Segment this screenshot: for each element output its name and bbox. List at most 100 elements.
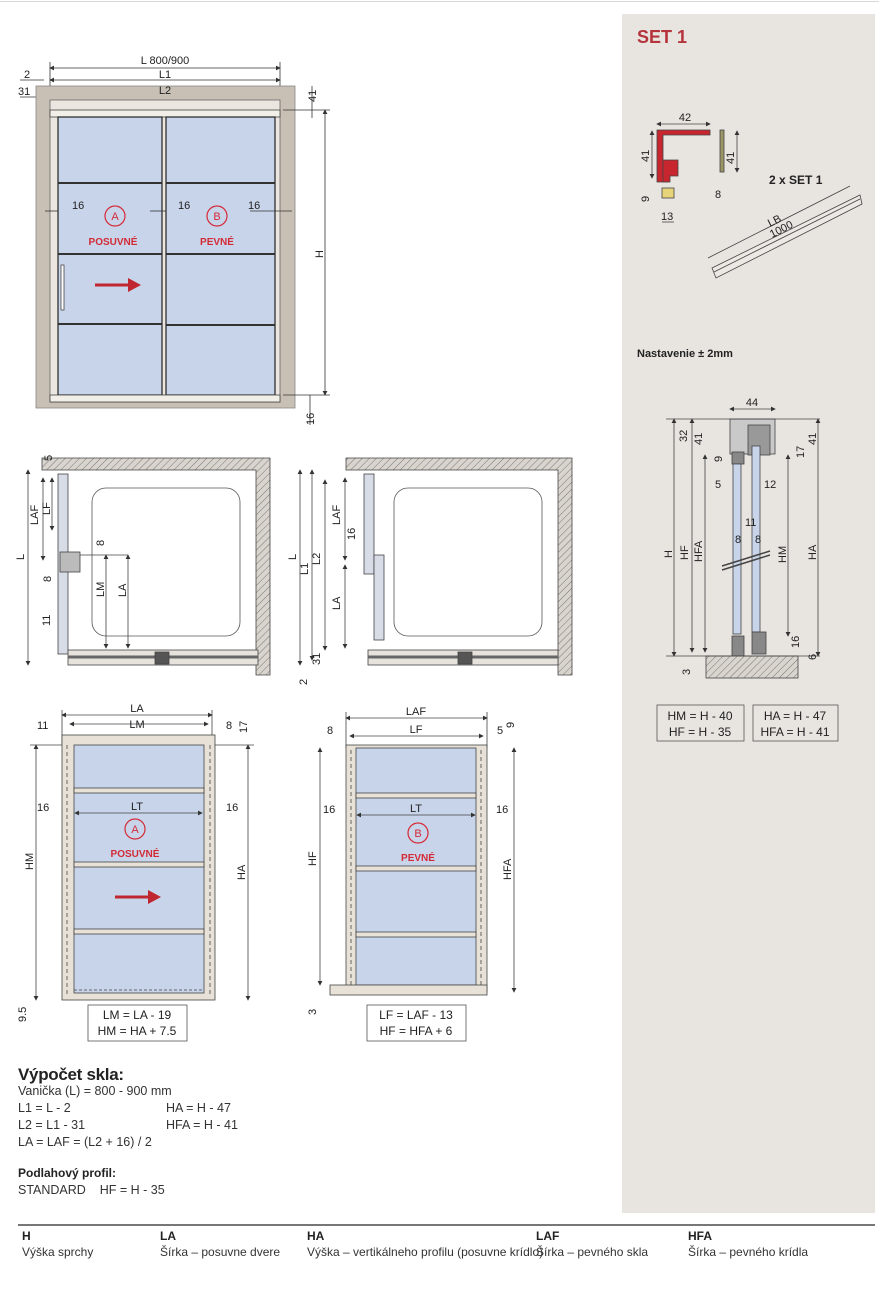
plan-right-dim-l: L bbox=[287, 554, 299, 560]
plan-left-dim-laf: LAF bbox=[29, 505, 41, 525]
plan-left-dim-lf: LF bbox=[41, 502, 53, 515]
section-formula: HF = H - 35 bbox=[669, 725, 732, 739]
profile-dim-13: 13 bbox=[661, 211, 673, 223]
formula: HA = H - 47 bbox=[166, 1101, 231, 1115]
panel-a-dim-9-5: 9.5 bbox=[17, 1007, 29, 1022]
panel-a-dim-17: 17 bbox=[238, 721, 250, 733]
panel-a-arrow-icon bbox=[115, 890, 161, 904]
panel-b-letter: B bbox=[213, 211, 220, 223]
plan-right-dim-31: 31 bbox=[311, 653, 323, 665]
panel-b-dim-9: 9 bbox=[505, 722, 517, 728]
profile-cross-section bbox=[649, 121, 863, 279]
section-dim-11: 11 bbox=[745, 517, 756, 529]
panel-a-label: POSUVNÉ bbox=[89, 235, 138, 248]
glass-calculation: Výpočet skla: Vanička (L) = 800 - 900 mm… bbox=[18, 1066, 578, 1199]
plan-left-dim-l: L bbox=[15, 554, 27, 560]
set-count: 2 x SET 1 bbox=[769, 173, 823, 187]
profile-dim-41: 41 bbox=[640, 150, 652, 162]
panel-b-letter: B bbox=[414, 828, 421, 840]
section-dim-8: 8 bbox=[755, 534, 761, 546]
panel-b-elevation bbox=[317, 712, 517, 1042]
section-dim-ha: HA bbox=[807, 544, 819, 560]
dim-offset-l1: 2 bbox=[24, 69, 30, 81]
tray-range: Vanička (L) = 800 - 900 mm bbox=[18, 1084, 172, 1098]
section-dim-9: 9 bbox=[713, 456, 725, 462]
section-formula: HA = H - 47 bbox=[764, 709, 827, 723]
dim-glass-gap: 16 bbox=[248, 200, 260, 212]
floor-profile-value: STANDARD HF = H - 35 bbox=[18, 1183, 165, 1197]
rail-dim-lb: LB bbox=[766, 213, 783, 230]
dim-offset-l2: 31 bbox=[18, 86, 30, 98]
dim-l2: L2 bbox=[159, 85, 171, 97]
section-dim-44: 44 bbox=[746, 397, 758, 409]
panel-b-formula: LF = LAF - 13 bbox=[379, 1008, 453, 1022]
section-dim-41: 41 bbox=[807, 433, 819, 445]
legend-key: LAF bbox=[536, 1229, 560, 1243]
panel-b-dim-hf: HF bbox=[307, 851, 319, 866]
plan-right-dim-la: LA bbox=[331, 596, 343, 610]
panel-a-dim-lm: LM bbox=[129, 719, 144, 731]
legend-desc: Šírka – posuvne dvere bbox=[160, 1245, 281, 1259]
top-divider bbox=[0, 1, 879, 2]
plan-right-dim-2: 2 bbox=[298, 679, 310, 685]
panel-a-dim-ha: HA bbox=[236, 864, 248, 880]
panel-b-label: PEVNÉ bbox=[401, 851, 435, 864]
legend-desc: Výška – vertikálneho profilu (posuvne kr… bbox=[307, 1245, 544, 1259]
profile-dim-8: 8 bbox=[715, 189, 721, 201]
section-dim-41: 41 bbox=[693, 433, 705, 445]
section-formula: HM = H - 40 bbox=[667, 709, 732, 723]
legend-desc: Šírka – pevného skla bbox=[536, 1245, 649, 1259]
legend-item: LAF Šírka – pevného skla bbox=[536, 1229, 648, 1259]
plan-left-dim-5: 5 bbox=[43, 455, 55, 461]
plan-view-left bbox=[25, 457, 271, 676]
plan-left-dim-8: 8 bbox=[42, 576, 54, 582]
dim-l1: L1 bbox=[159, 69, 171, 81]
plan-left-dim-la: LA bbox=[117, 583, 129, 597]
plan-left-dim-8: 8 bbox=[95, 540, 107, 546]
dim-height: H bbox=[314, 250, 326, 258]
legend-key: HA bbox=[307, 1229, 325, 1243]
dim-top-gap: 41 bbox=[307, 90, 319, 102]
formula: HFA = H - 41 bbox=[166, 1118, 238, 1132]
legend-key: LA bbox=[160, 1229, 176, 1243]
panel-a-circle-icon bbox=[124, 818, 146, 840]
plan-left-dim-11: 11 bbox=[41, 615, 53, 626]
plan-left-dim-lm: LM bbox=[95, 582, 107, 597]
panel-a-dim-11: 11 bbox=[37, 720, 48, 732]
plan-view-right bbox=[297, 457, 573, 676]
panel-a-formula: HM = HA + 7.5 bbox=[98, 1024, 177, 1038]
floor-profile-title: Podlahový profil: bbox=[18, 1166, 117, 1180]
section-formula: HFA = H - 41 bbox=[760, 725, 829, 739]
calculation-title: Výpočet skla: bbox=[18, 1065, 124, 1084]
panel-b-circle-icon bbox=[206, 205, 228, 227]
legend-divider bbox=[18, 1224, 875, 1226]
panel-a-dim-16: 16 bbox=[37, 802, 49, 814]
profile-dim-9: 9 bbox=[640, 196, 652, 202]
dim-total-width: L 800/900 bbox=[141, 55, 190, 67]
panel-b-dim-lt: LT bbox=[410, 803, 422, 815]
panel-a-dim-la: LA bbox=[130, 703, 144, 715]
panel-b-dim-16: 16 bbox=[323, 804, 335, 816]
section-dim-32: 32 bbox=[678, 430, 690, 442]
slide-direction-arrow-icon bbox=[95, 278, 141, 292]
section-dim-17: 17 bbox=[795, 446, 807, 458]
plan-right-dim-laf: LAF bbox=[331, 505, 343, 525]
panel-a-dim-hm: HM bbox=[24, 853, 36, 870]
door-handle-icon bbox=[60, 264, 65, 311]
adjustment-note: Nastavenie ± 2mm bbox=[637, 348, 733, 360]
section-dim-h: H bbox=[663, 550, 675, 558]
front-view bbox=[20, 62, 330, 425]
dim-glass-gap: 16 bbox=[178, 200, 190, 212]
section-dim-16: 16 bbox=[790, 636, 802, 648]
legend-desc: Výška sprchy bbox=[22, 1245, 94, 1259]
panel-b-dim-hfa: HFA bbox=[502, 858, 514, 880]
panel-a-letter: A bbox=[131, 824, 139, 836]
section-dim-6: 6 bbox=[807, 654, 819, 660]
panel-b-dim-3: 3 bbox=[307, 1009, 319, 1015]
plan-right-dim-l1: L1 bbox=[299, 563, 311, 575]
plan-right-dim-l2: L2 bbox=[311, 553, 323, 565]
